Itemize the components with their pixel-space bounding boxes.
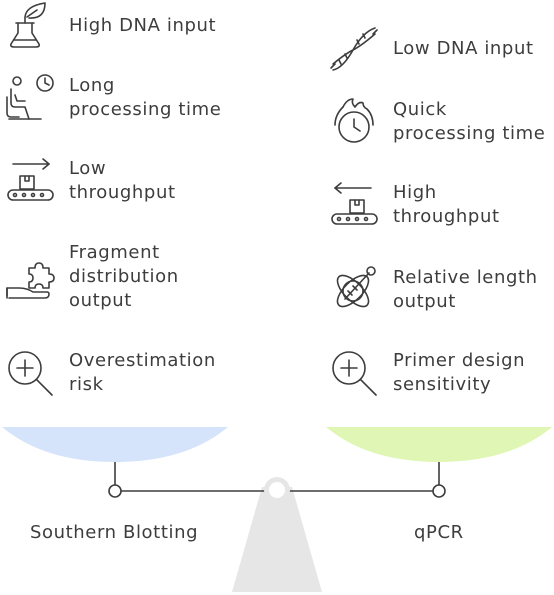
right-item-4-label: Relative length output xyxy=(393,267,538,312)
left-caption: Southern Blotting xyxy=(30,522,199,543)
fire-clock-icon xyxy=(329,97,379,147)
right-item-1-label: Low DNA input xyxy=(393,38,534,59)
right-item-3-label: High throughput xyxy=(393,182,500,227)
right-item-5-label: Primer design sensitivity xyxy=(393,350,526,395)
atom-ruler-icon xyxy=(329,265,379,315)
magnify-plus-icon xyxy=(5,348,55,398)
left-pan xyxy=(2,427,228,462)
conveyor-left-icon xyxy=(329,180,379,230)
scale-stand xyxy=(232,487,322,592)
left-item-5: Overestimation risk xyxy=(5,348,216,398)
left-item-5-label: Overestimation risk xyxy=(69,350,216,395)
right-item-2-label: Quick processing time xyxy=(393,99,546,144)
flask-leaf-icon xyxy=(5,1,55,51)
left-beam-joint xyxy=(108,484,122,498)
left-item-2-label: Long processing time xyxy=(69,75,222,120)
puzzle-hand-icon xyxy=(5,252,55,302)
right-item-1: Low DNA input xyxy=(329,24,534,74)
left-item-3-label: Low throughput xyxy=(69,158,176,203)
magnify-plus-icon xyxy=(329,348,379,398)
left-item-1-label: High DNA input xyxy=(69,15,217,36)
right-pan xyxy=(326,427,552,462)
right-item-4: Relative length output xyxy=(329,265,538,315)
right-item-3: High throughput xyxy=(329,180,500,230)
left-item-3: Low throughput xyxy=(5,156,176,206)
right-item-5: Primer design sensitivity xyxy=(329,348,525,398)
waiting-clock-icon xyxy=(5,73,55,123)
left-item-1: High DNA input xyxy=(5,1,216,51)
left-item-2: Long processing time xyxy=(5,73,221,123)
left-item-4-label: Fragment distribution output xyxy=(69,242,179,311)
left-item-4: Fragment distribution output xyxy=(5,241,179,313)
scale-pivot-hole xyxy=(269,482,285,498)
conveyor-right-icon xyxy=(5,156,55,206)
right-caption: qPCR xyxy=(414,522,464,543)
right-item-2: Quick processing time xyxy=(329,97,545,147)
right-beam-joint xyxy=(432,484,446,498)
dna-helix-icon xyxy=(329,24,379,74)
